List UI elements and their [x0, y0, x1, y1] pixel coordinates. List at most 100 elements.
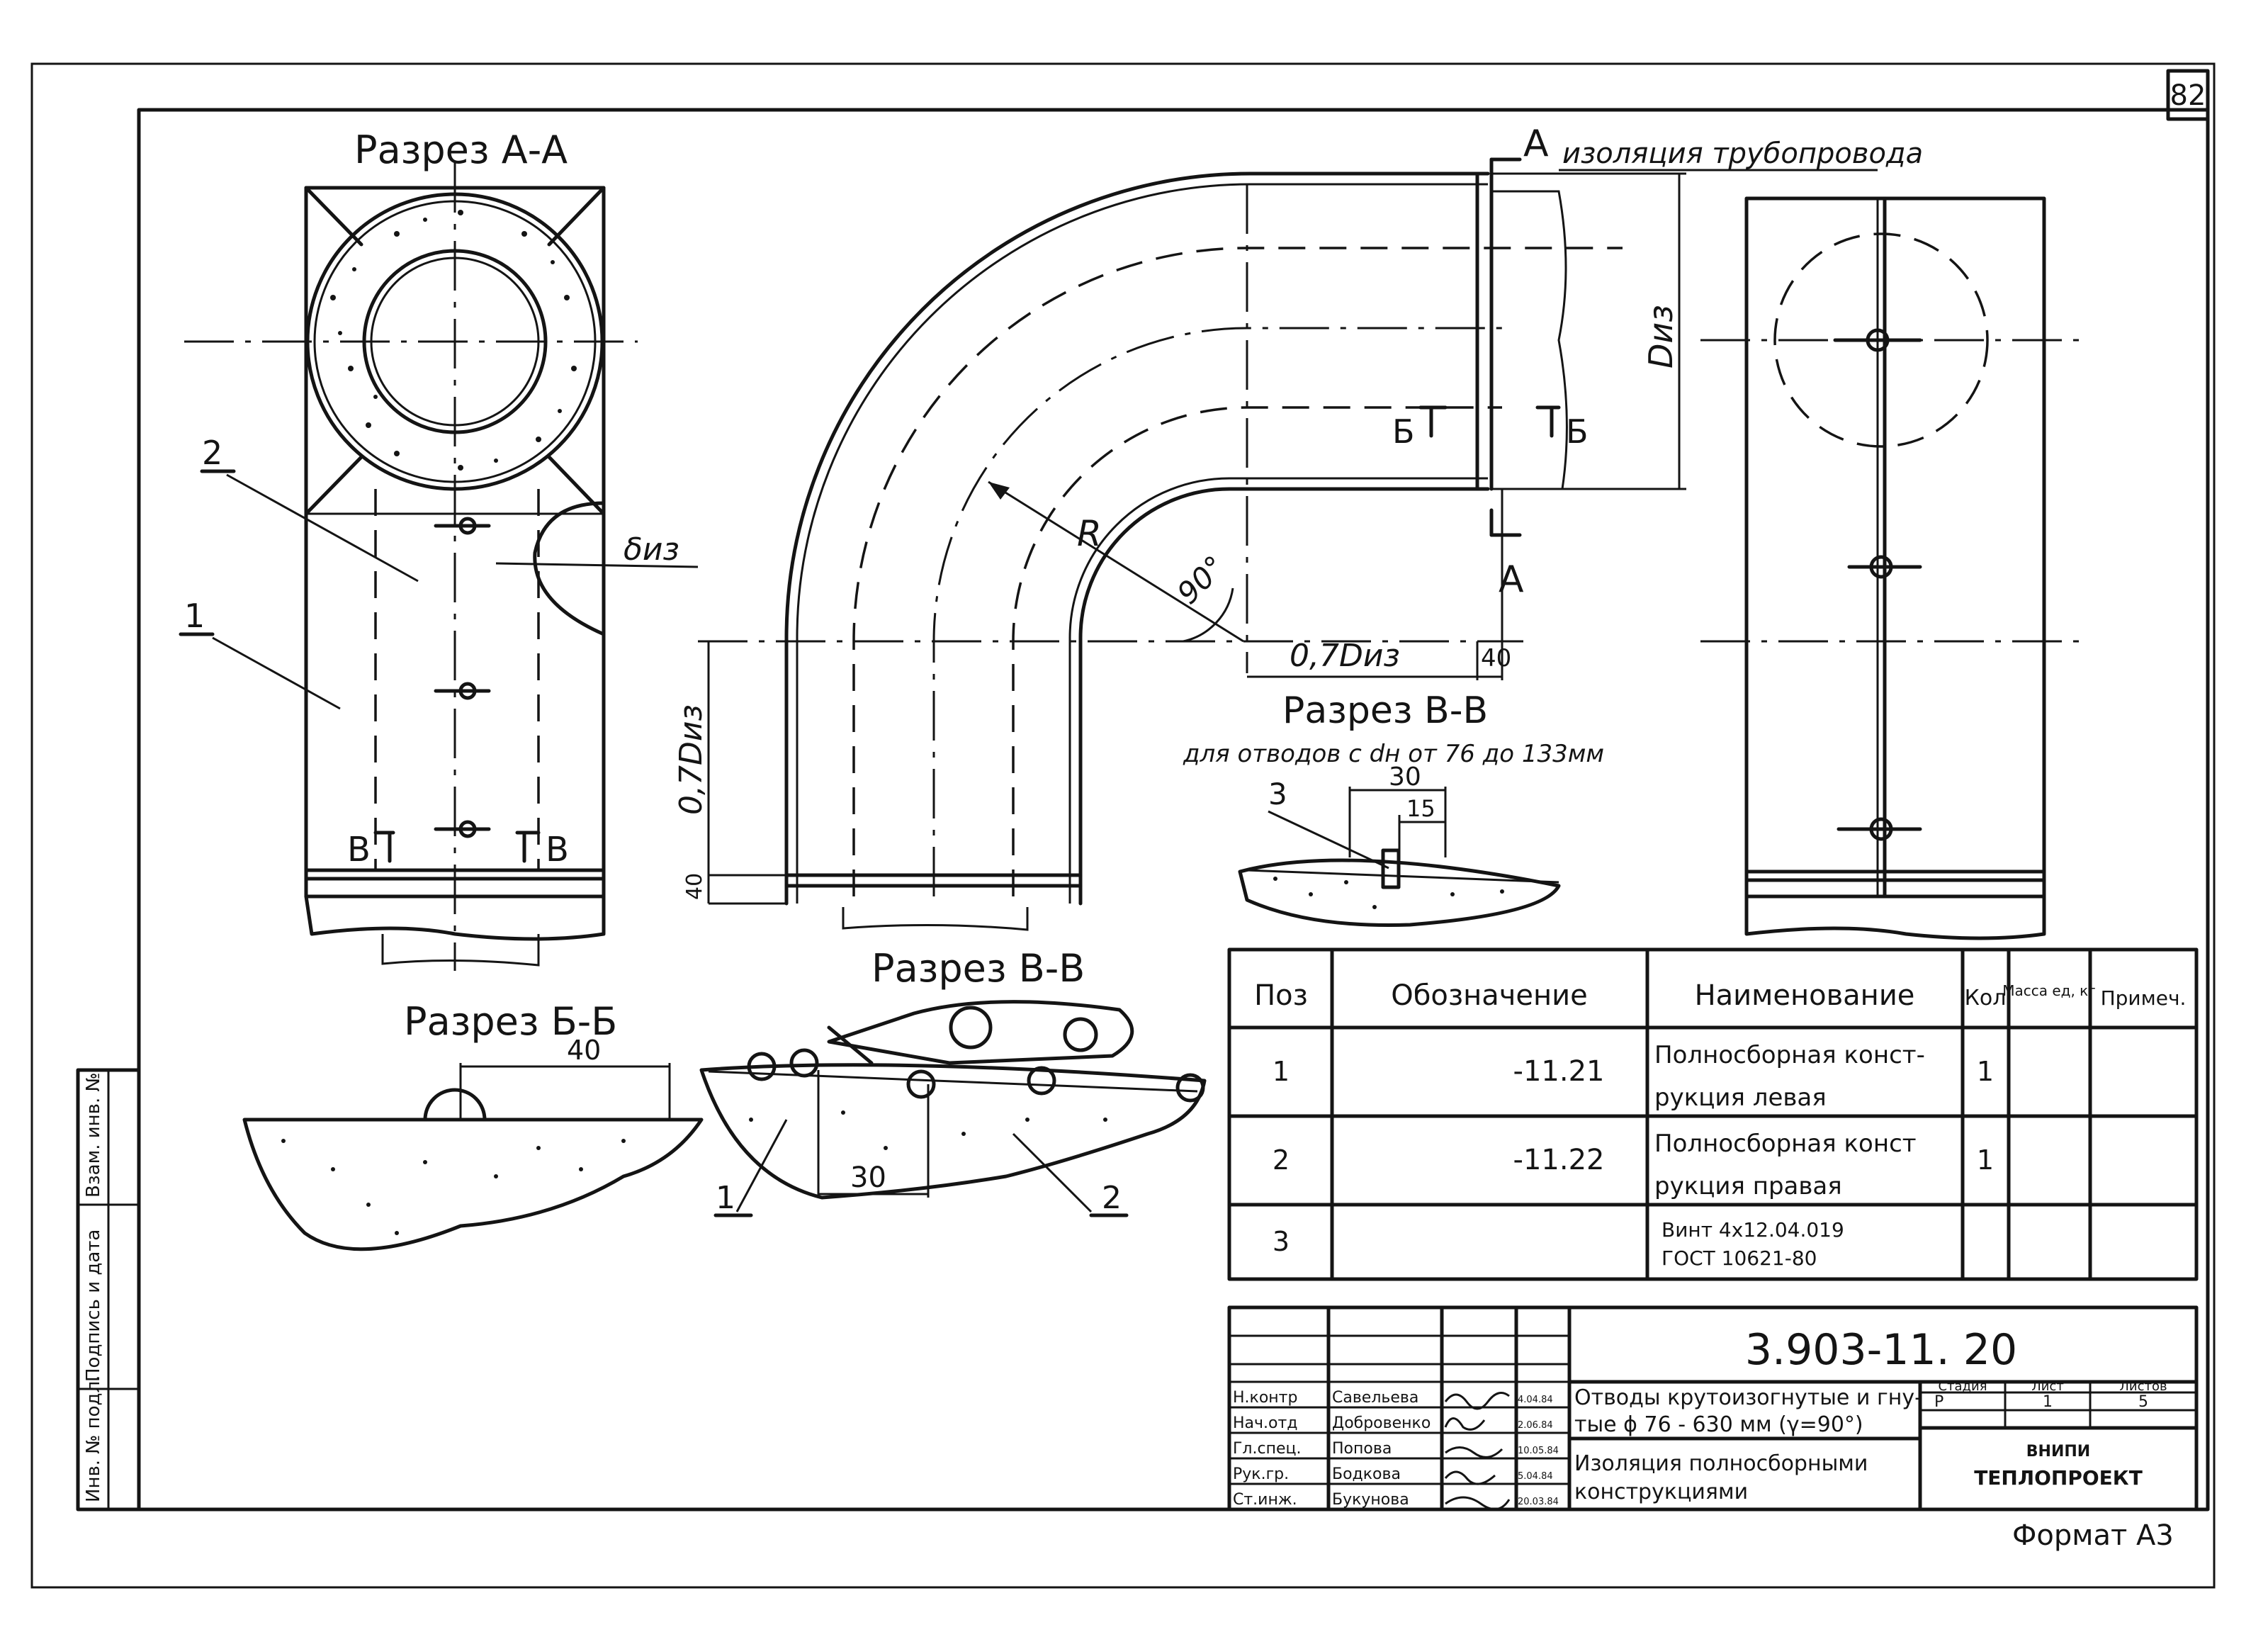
doc-code: 3.903-11. 20	[1745, 1325, 2017, 1375]
dim-40-vertical: 40	[682, 873, 707, 900]
row2-qty: 1	[1977, 1144, 1994, 1176]
strip-replace-inv: Взам. инв. №	[83, 1072, 104, 1198]
left-archive-strip: Инв. № подл. Подпись и дата Взам. инв. №	[76, 1068, 141, 1512]
row1-pos: 1	[1273, 1056, 1290, 1087]
sig-name-1: Савельева	[1332, 1389, 1418, 1407]
pos-1-label-aa: 1	[184, 597, 205, 635]
dim-15-vv: 15	[1406, 795, 1435, 822]
fastener-aa-2	[434, 682, 491, 700]
drawing-frame	[137, 108, 2210, 1512]
sig-date-2: 2.06.84	[1518, 1420, 1553, 1431]
pos-1-label-vv: 1	[716, 1180, 735, 1216]
signature-scribble-2	[1444, 1417, 1486, 1431]
signature-scribble-4	[1444, 1470, 1496, 1485]
sig-name-5: Букунова	[1332, 1491, 1409, 1509]
sig-role-2: Нач.отд	[1233, 1414, 1298, 1432]
stage-value: Р	[1934, 1393, 1943, 1411]
cut-b-right: Б	[1566, 412, 1589, 451]
section-vv-title: Разрез В-В	[871, 946, 1085, 991]
sig-role-5: Ст.инж.	[1233, 1491, 1297, 1509]
sig-role-1: Н.контр	[1233, 1389, 1297, 1407]
specification-table: Поз Обозначение Наименование Кол Масса е…	[1227, 947, 2199, 1281]
section-vv-large-detail: 30 1 2	[699, 1000, 1207, 1217]
row3-pos: 3	[1273, 1226, 1290, 1257]
sheet-value: 1	[2043, 1393, 2053, 1411]
org-line-2: ТЕПЛОПРОЕКТ	[1974, 1466, 2143, 1490]
cut-v-right: В	[546, 830, 569, 869]
sheet-number: 82	[2170, 79, 2206, 112]
fastener-right-1	[1833, 328, 1922, 352]
sheet-header: Лист	[2031, 1379, 2064, 1394]
signature-scribble-5	[1445, 1496, 1511, 1511]
sig-name-2: Добровенко	[1332, 1414, 1431, 1432]
row1-designation: -11.21	[1513, 1055, 1605, 1088]
th-note: Примеч.	[2101, 986, 2187, 1010]
strip-sign-date: Подпись и дата	[83, 1229, 104, 1382]
right-view	[1700, 196, 2090, 940]
outer-sheet-border	[30, 62, 2216, 1589]
sig-name-4: Бодкова	[1332, 1465, 1401, 1483]
subtitle-line-1: Изоляция полносборными	[1574, 1451, 1868, 1476]
stage-header: Стадия	[1938, 1379, 1987, 1394]
sig-date-3: 10.05.84	[1518, 1446, 1559, 1456]
subtitle-line-2: конструкциями	[1574, 1480, 1748, 1504]
fastener-aa-3	[434, 820, 491, 838]
format-label: Формат А3	[2012, 1519, 2174, 1552]
fastener-right-3	[1837, 817, 1922, 841]
insulation-hatching	[330, 210, 577, 471]
sig-date-1: 4.04.84	[1518, 1395, 1553, 1405]
row1-qty: 1	[1977, 1056, 1994, 1087]
th-pos: Поз	[1254, 979, 1308, 1012]
row3-name-1: Винт 4x12.04.019	[1661, 1218, 1844, 1242]
pos-2-label-aa: 2	[202, 434, 222, 472]
sig-date-4: 5.04.84	[1518, 1471, 1553, 1482]
title-line-1: Отводы крутоизогнутые и гну-	[1574, 1385, 1922, 1410]
th-mass: Масса ед, кг	[2002, 982, 2096, 999]
cut-v-left: В	[347, 830, 371, 869]
section-bb-title: Разрез Б-Б	[404, 999, 617, 1044]
section-bb-view: Разрез Б-Б 40	[242, 999, 704, 1251]
sheets-value: 5	[2138, 1393, 2148, 1411]
section-vv-detail-title: Разрез В-В	[1282, 690, 1488, 732]
insulation-cutout	[533, 501, 606, 636]
dim-07d-horizontal: 0,7Dиз	[1290, 638, 1400, 674]
th-designation: Обозначение	[1391, 979, 1588, 1012]
cut-b-left: Б	[1392, 412, 1415, 451]
section-aa-view: Разрез А-А	[179, 128, 699, 971]
cut-a-top: А	[1523, 123, 1549, 165]
row1-name-2: рукция левая	[1654, 1084, 1827, 1112]
radius-label: R	[1077, 513, 1102, 554]
row2-pos: 2	[1273, 1144, 1290, 1176]
sig-date-5: 20.03.84	[1518, 1497, 1559, 1507]
elbow-main-view: R 90° 0,7Dиз 40 Dиз 0,7Dиз 40 А изоляция…	[673, 123, 1923, 991]
pos-2-label-vv: 2	[1102, 1180, 1122, 1216]
delta-iz-label: δиз	[624, 531, 679, 568]
dim-40-bb: 40	[567, 1035, 601, 1066]
sheet-number-box	[2166, 69, 2210, 121]
dim-40-horizontal: 40	[1481, 644, 1511, 672]
dim-d-iz: Dиз	[1642, 305, 1680, 368]
signature-scribble-1	[1444, 1392, 1510, 1410]
dim-30-vv: 30	[1389, 762, 1421, 792]
pos-3-label: 3	[1268, 777, 1287, 811]
row2-designation: -11.22	[1513, 1144, 1605, 1176]
section-vv-detail-note: для отводов с dн от 76 до 133мм	[1183, 740, 1604, 768]
dashed-circle-right	[1773, 232, 1989, 448]
fastener-right-2	[1847, 555, 1922, 579]
sig-name-3: Попова	[1332, 1440, 1392, 1458]
row2-name-2: рукция правая	[1654, 1172, 1842, 1200]
fastener-aa-1	[434, 517, 491, 535]
title-line-2: тые ϕ 76 - 630 мм (γ=90°)	[1574, 1412, 1863, 1437]
org-line-1: ВНИПИ	[2026, 1443, 2090, 1461]
title-block: 3.903-11. 20 Отводы крутоизогнутые и гну…	[1227, 1305, 2199, 1512]
row1-name-1: Полносборная конст-	[1654, 1041, 1925, 1069]
signature-scribble-3	[1445, 1446, 1503, 1458]
dim-30-large: 30	[850, 1161, 886, 1194]
strip-inv-no: Инв. № подл.	[83, 1375, 104, 1502]
th-qty: Кол	[1965, 986, 2007, 1011]
row2-name-1: Полносборная конст	[1654, 1130, 1917, 1158]
cut-a-bottom: А	[1499, 558, 1524, 601]
dim-07d-vertical: 0,7Dиз	[673, 704, 709, 815]
